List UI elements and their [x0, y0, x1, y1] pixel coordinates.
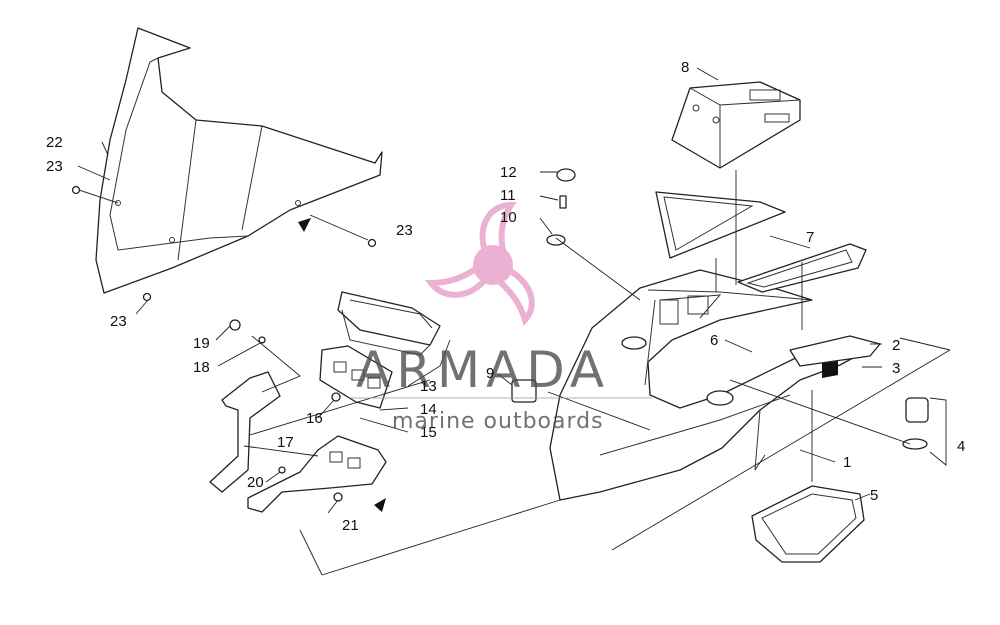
- callout-13: 13: [420, 378, 437, 395]
- callout-7: 7: [806, 229, 814, 246]
- callout-5: 5: [870, 487, 878, 504]
- mount-bracket-part: [209, 371, 387, 513]
- propeller-logo-icon: [424, 201, 535, 326]
- callout-14: 14: [420, 401, 437, 418]
- callout-22: 22: [46, 134, 63, 151]
- callout-20: 20: [247, 474, 264, 491]
- callout-23-left: 23: [46, 158, 63, 175]
- callout-23-right: 23: [396, 222, 413, 239]
- decal-part: [751, 485, 865, 563]
- callout-4: 4: [957, 438, 965, 455]
- storage-box-part: [671, 81, 801, 169]
- callout-1: 1: [843, 454, 851, 471]
- gauge-bracket-part: [319, 345, 393, 409]
- watermark-title: ARMADA: [356, 341, 610, 399]
- callout-8: 8: [681, 59, 689, 76]
- callout-9: 9: [486, 365, 494, 382]
- callout-12: 12: [500, 164, 517, 181]
- watermark-subtitle: marine outboards: [392, 409, 604, 434]
- watermark: ARMADA marine outboards: [350, 201, 652, 434]
- side-panel-part: [789, 335, 881, 367]
- callout-18: 18: [193, 359, 210, 376]
- callout-labels: 1 2 3 4 5 6 7 8 9 10 11 12 13 14 15 16 1…: [46, 59, 965, 534]
- callout-17: 17: [277, 434, 294, 451]
- leader-lines: [77, 67, 951, 576]
- callout-3: 3: [892, 360, 900, 377]
- callout-16: 16: [306, 410, 323, 427]
- callout-10: 10: [500, 209, 517, 226]
- gauge-part: [337, 291, 441, 356]
- callout-21: 21: [342, 517, 359, 534]
- windshield-part: [95, 27, 383, 294]
- callout-2: 2: [892, 337, 900, 354]
- callout-11: 11: [500, 187, 516, 204]
- hardware-part: [229, 168, 929, 502]
- callout-19: 19: [193, 335, 210, 352]
- callout-6: 6: [710, 332, 718, 349]
- callout-23-bottom: 23: [110, 313, 127, 330]
- callout-15: 15: [420, 424, 437, 441]
